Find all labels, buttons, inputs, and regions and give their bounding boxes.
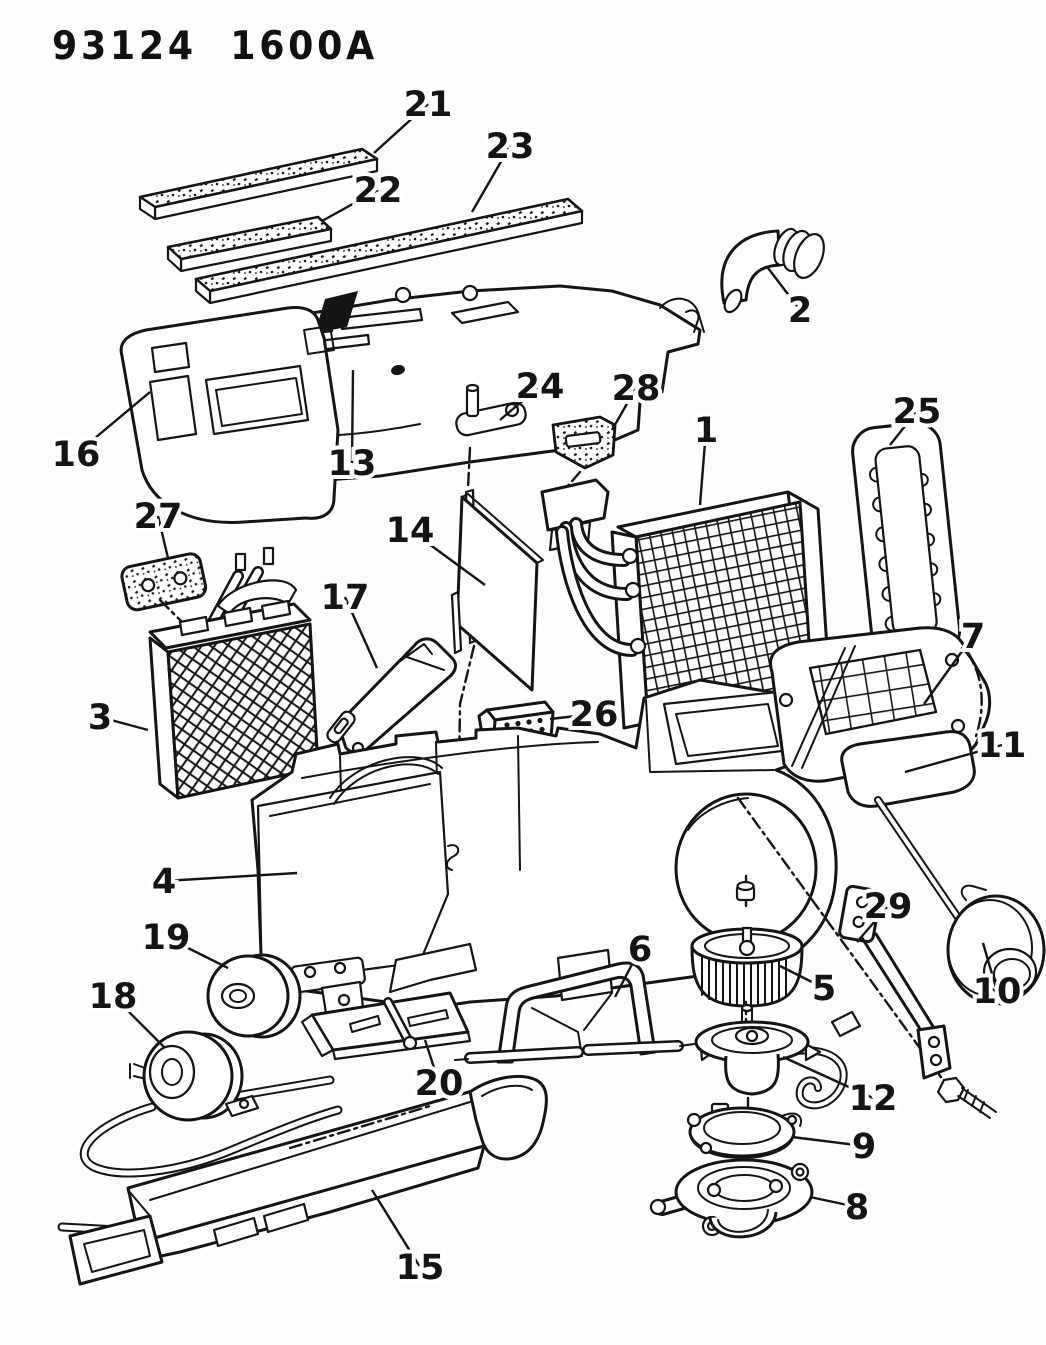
callout-9: 9 — [852, 1127, 876, 1167]
part-18-vacuum-actuator-hose — [57, 1030, 343, 1235]
part-28-seal-fitting — [540, 415, 617, 552]
part-25-grille-frame — [851, 421, 962, 660]
part-9-mount-ring — [686, 1102, 802, 1170]
leader-line-28 — [610, 387, 638, 431]
callout-15: 15 — [396, 1248, 445, 1288]
callout-22: 22 — [354, 171, 403, 211]
callout-3: 3 — [88, 698, 112, 738]
part-15-floor-duct — [68, 1074, 548, 1286]
callout-27: 27 — [134, 497, 183, 537]
leader-line-20 — [423, 1039, 441, 1084]
part-21-seal-strip — [138, 147, 379, 221]
callout-1: 1 — [694, 411, 718, 451]
callout-8: 8 — [845, 1188, 869, 1228]
callout-23: 23 — [486, 127, 535, 167]
leader-line-27 — [156, 515, 170, 559]
sheet-code: 1600A — [230, 24, 378, 69]
part-23-seal-strip — [194, 197, 584, 305]
callout-21: 21 — [404, 85, 453, 125]
part-16-mounting-bracket — [119, 306, 340, 524]
leader-line-16 — [75, 391, 151, 455]
diagram-art — [57, 147, 1046, 1286]
part-20-blend-door — [300, 991, 472, 1061]
drawing-number: 93124 — [52, 24, 197, 69]
callout-18: 18 — [89, 977, 138, 1017]
leader-line-8 — [809, 1195, 858, 1209]
leader-line-15 — [370, 1189, 422, 1268]
callout-20: 20 — [415, 1064, 464, 1104]
leader-line-19 — [165, 935, 229, 970]
leader-line-6 — [613, 948, 642, 998]
callout-13: 13 — [328, 444, 377, 484]
callout-6: 6 — [628, 930, 652, 970]
callout-29: 29 — [864, 887, 913, 927]
leader-line-21 — [373, 103, 429, 154]
callout-10: 10 — [973, 972, 1022, 1012]
leader-line-23 — [470, 145, 512, 213]
part-10-vacuum-actuator — [946, 884, 1046, 1006]
callout-7: 7 — [961, 617, 985, 657]
leader-line-13 — [350, 369, 355, 464]
screw — [936, 1076, 997, 1119]
leader-line-11 — [904, 743, 1003, 774]
part-29-support-strap — [838, 884, 952, 1080]
part-22-seal-strip — [166, 215, 333, 273]
drawing-header: 93124 1600A — [52, 24, 411, 69]
leader-line-4 — [163, 871, 298, 883]
callout-5: 5 — [812, 969, 836, 1009]
part-8-mount-plate — [649, 1158, 814, 1239]
leader-line-18 — [112, 995, 166, 1049]
leader-line-25 — [889, 410, 918, 446]
callout-11: 11 — [978, 726, 1027, 766]
callout-26: 26 — [570, 695, 619, 735]
callout-19: 19 — [142, 918, 191, 958]
leader-line-12 — [782, 1055, 874, 1100]
part-5-blower-wheel — [690, 874, 804, 1028]
part-6-support-bracket — [454, 961, 695, 1064]
leader-line-7 — [923, 635, 974, 705]
leader-line-22 — [321, 188, 379, 223]
part-14-seal-panel — [450, 493, 544, 846]
callout-16: 16 — [52, 435, 101, 475]
part-12-blower-motor — [694, 1003, 862, 1126]
leader-line-5 — [779, 964, 825, 990]
leader-line-1 — [698, 429, 708, 506]
callout-17: 17 — [321, 578, 370, 618]
callout-25: 25 — [893, 392, 942, 432]
part-2-elbow-hose — [720, 227, 825, 314]
callout-4: 4 — [152, 862, 176, 902]
part-11-rod-plate — [840, 730, 976, 942]
callout-14: 14 — [386, 511, 435, 551]
leader-line-2 — [767, 267, 801, 311]
leader-line-17 — [343, 596, 379, 669]
leader-line-9 — [791, 1135, 865, 1148]
leader-line-10 — [981, 942, 999, 992]
leader-line-3 — [99, 715, 149, 732]
callout-12: 12 — [849, 1079, 898, 1119]
callout-2: 2 — [788, 291, 812, 331]
leader-line-26 — [549, 712, 595, 721]
callout-24: 24 — [516, 367, 565, 407]
leader-line-24 — [499, 385, 541, 421]
callout-28: 28 — [612, 369, 661, 409]
leader-line-29 — [856, 905, 889, 943]
leader-line-14 — [409, 529, 486, 586]
